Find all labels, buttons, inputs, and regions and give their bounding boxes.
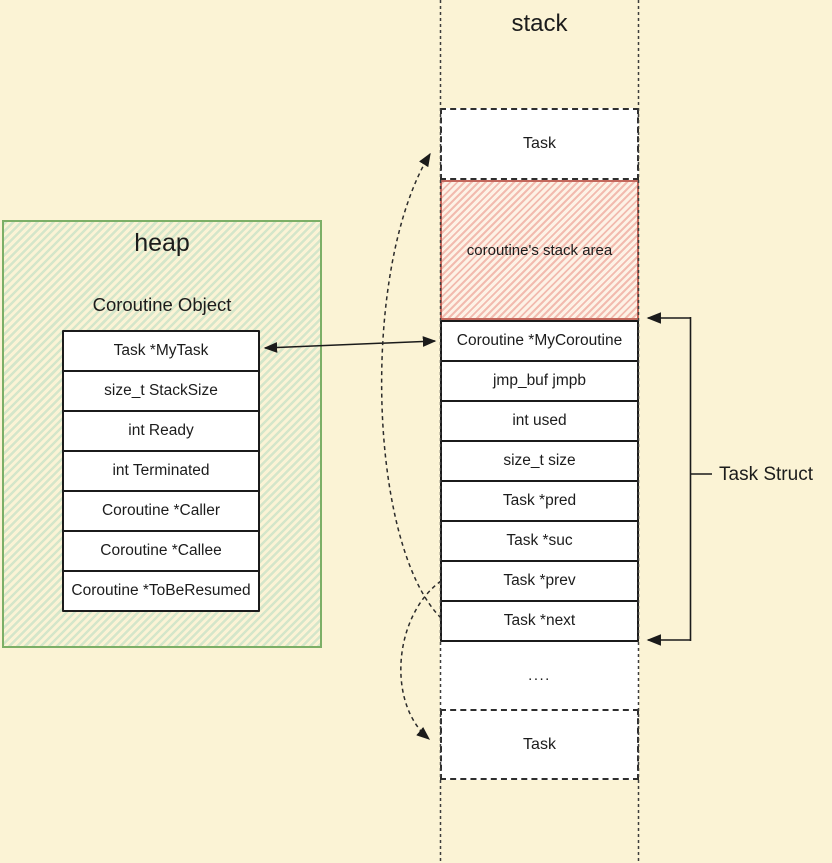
coroutine-field-mytask: Task *MyTask <box>62 330 260 372</box>
task-field-size: size_t size <box>440 440 639 482</box>
task-field-next: Task *next <box>440 600 639 642</box>
task-field-jmpb: jmp_buf jmpb <box>440 360 639 402</box>
task-struct-fields: Coroutine *MyCoroutine jmp_buf jmpb int … <box>440 320 639 642</box>
task-struct-label: Task Struct <box>719 464 813 485</box>
task-struct-bracket <box>646 312 712 646</box>
coroutine-field-ready: int Ready <box>62 410 260 452</box>
coroutine-object-title: Coroutine Object <box>92 294 232 315</box>
coroutine-field-caller: Coroutine *Caller <box>62 490 260 532</box>
stack-title: stack <box>511 10 568 37</box>
task-field-pred: Task *pred <box>440 480 639 522</box>
heap-title: heap <box>134 228 190 257</box>
stack-ellipsis: .... <box>440 642 639 709</box>
prev-to-bottom-task-arrow <box>400 580 442 740</box>
bottom-task-box: Task <box>440 709 639 780</box>
coroutine-field-toberesumed: Coroutine *ToBeResumed <box>62 570 260 612</box>
coroutine-field-stacksize: size_t StackSize <box>62 370 260 412</box>
task-field-prev: Task *prev <box>440 560 639 602</box>
next-to-top-task-arrow <box>380 152 442 619</box>
coroutine-field-terminated: int Terminated <box>62 450 260 492</box>
top-task-box: Task <box>440 108 639 180</box>
task-field-mycoroutine: Coroutine *MyCoroutine <box>440 320 639 362</box>
coroutine-stack-area: coroutine's stack area <box>440 180 639 320</box>
coroutine-object-fields: Task *MyTask size_t StackSize int Ready … <box>62 330 260 612</box>
coroutine-field-callee: Coroutine *Callee <box>62 530 260 572</box>
task-field-suc: Task *suc <box>440 520 639 562</box>
task-field-used: int used <box>440 400 639 442</box>
